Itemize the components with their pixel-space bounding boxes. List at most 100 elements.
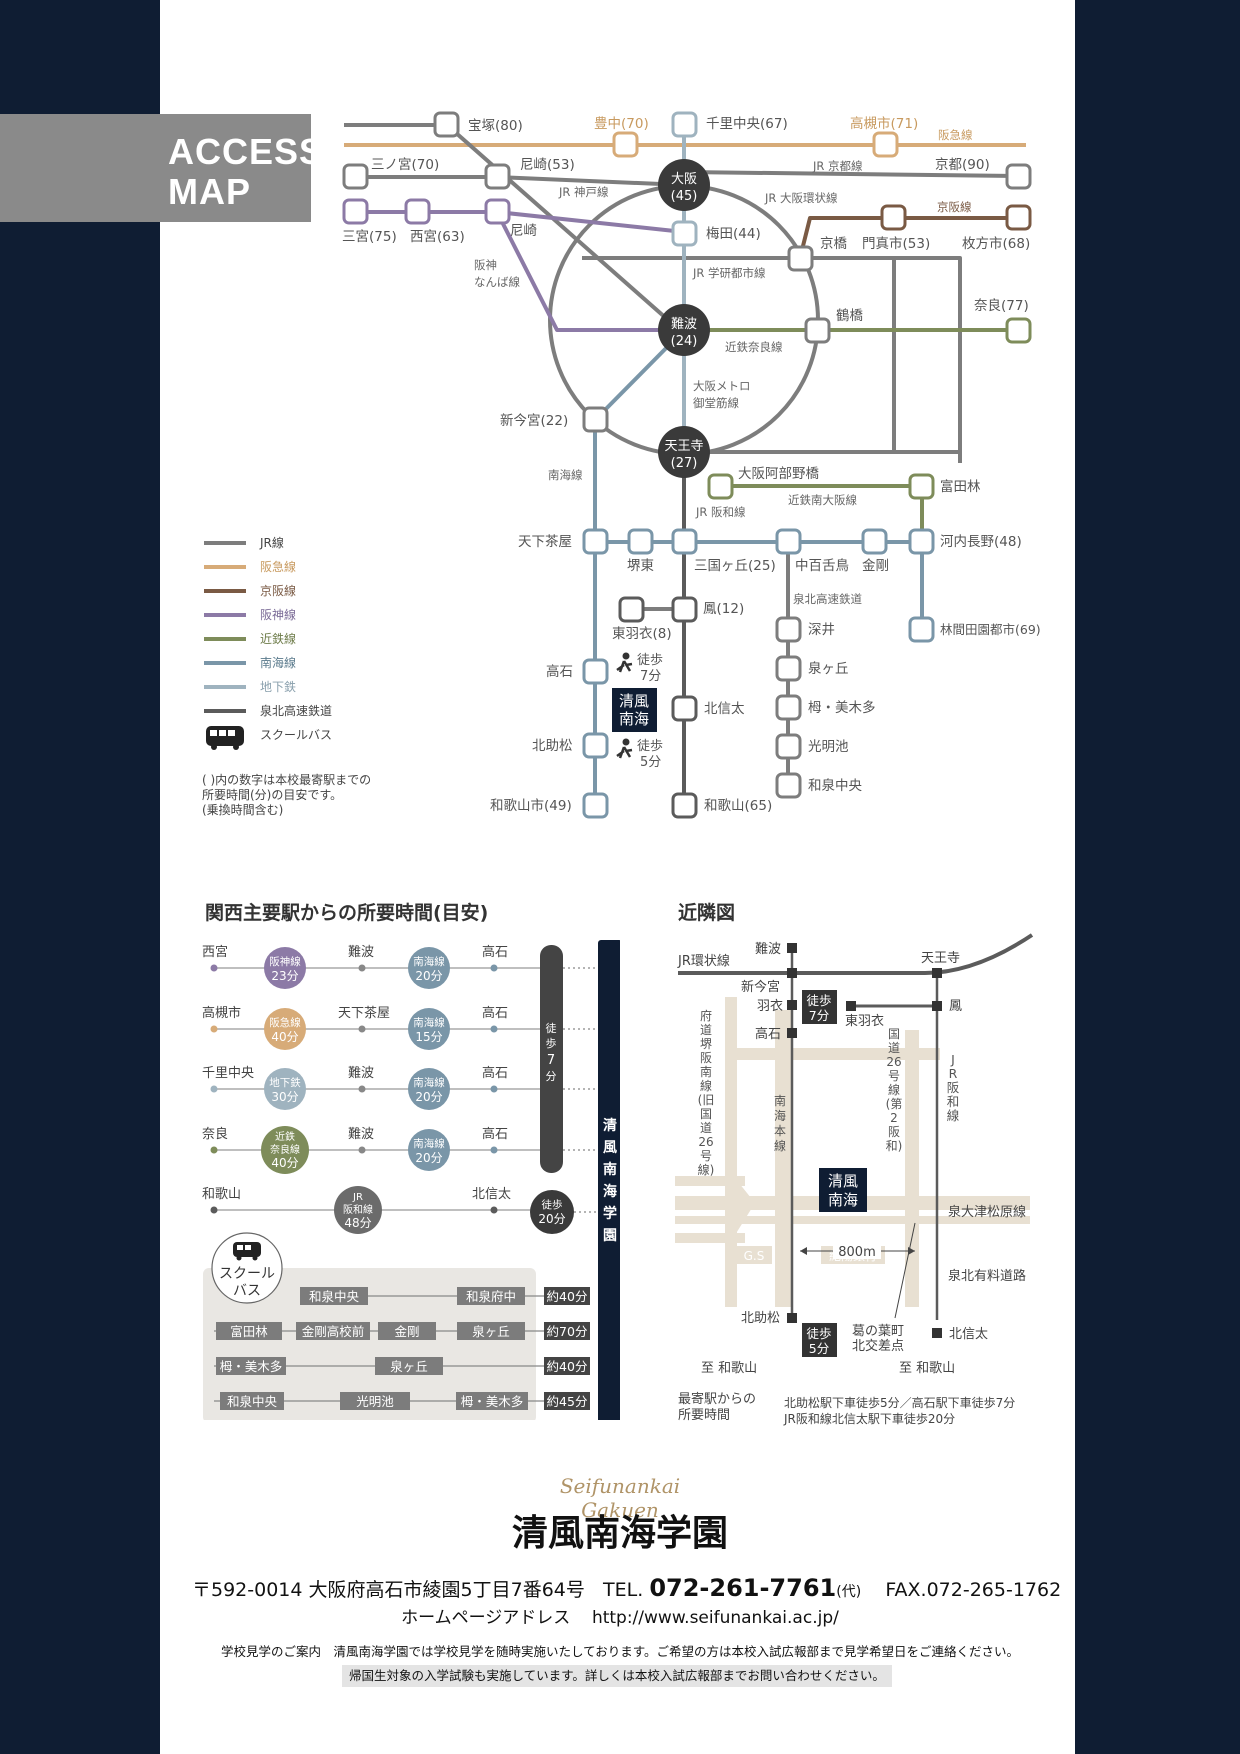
wakayama-to: 北信太 (472, 1187, 511, 1202)
line-label-jr-loop: JR 大阪環状線 (764, 191, 838, 205)
bus2-time (544, 1322, 590, 1340)
row4-line1-name2: 奈良線 (270, 1143, 300, 1156)
walk7-char-2: 歩 (546, 1036, 557, 1050)
svg-text:(旧: (旧 (698, 1093, 715, 1107)
tel-number: 072-261-7761 (649, 1574, 837, 1602)
station-hakotsukuri (582, 732, 609, 759)
svg-text:線): 線) (698, 1162, 715, 1177)
jr-kobe-line (355, 175, 685, 187)
station-higashi-hagoromo (618, 596, 645, 623)
row1-line1-name: 阪神線 (269, 955, 301, 968)
row4-from: 奈良 (202, 1126, 228, 1142)
station-osaka-hub (658, 159, 710, 211)
homepage-line: ホームページアドレス http://www.seifunankai.ac.jp/ (0, 1603, 1240, 1628)
svg-text:阪: 阪 (700, 1051, 712, 1065)
tennoji-label: 天王寺 (664, 439, 703, 454)
station-sannomiya (342, 198, 369, 225)
svg-text:道: 道 (888, 1041, 900, 1055)
row1-from: 西宮 (202, 944, 228, 960)
svg-text:26: 26 (886, 1055, 901, 1069)
homepage-label: ホームページアドレス (401, 1608, 571, 1628)
nb-walk7-1: 徒歩 (806, 993, 831, 1008)
access-map-tab: ACCESS MAP (0, 114, 323, 222)
walk-top-2: 7分 (640, 669, 661, 684)
bus2-stop4 (457, 1322, 525, 1340)
station-takaishi (582, 658, 609, 685)
label-izumi-chuo: 和泉中央 (808, 777, 862, 794)
wakayama-line-name: JR (352, 1192, 363, 1203)
nb-jr-hanwa-label: J R 阪 和 線 (947, 1052, 960, 1123)
neighborhood-title: 近隣図 (678, 902, 736, 924)
bus3-stop1-label: 栂・美木多 (220, 1359, 283, 1374)
homepage-url[interactable]: http://www.seifunankai.ac.jp/ (591, 1608, 839, 1628)
label-shin-imamiya: 新今宮(22) (500, 413, 568, 429)
label-senri-chuo: 千里中央(67) (706, 116, 788, 132)
bus4-stop3 (456, 1392, 528, 1410)
svg-text:南: 南 (774, 1093, 786, 1108)
label-kyobashi: 京橋 (820, 236, 848, 252)
nb-label-senboku-toll: 泉北有料道路 (948, 1268, 1026, 1284)
nb-nankai-main-label: 南 海 本 線 (774, 1093, 786, 1153)
svg-text:道: 道 (700, 1023, 712, 1037)
label-mikunigaoka: 三国ヶ丘(25) (694, 558, 776, 574)
svg-text:和: 和 (947, 1094, 960, 1109)
label-tomio: 栂・美木多 (808, 699, 876, 716)
row2-line1-time: 40分 (271, 1030, 298, 1044)
label-umeda: 梅田(44) (706, 226, 761, 242)
station-izumi-chuo (775, 772, 802, 799)
school-marker-2: 南海 (619, 710, 649, 728)
jr-kyoto-line (683, 170, 1019, 178)
bus4-time-label: 約45分 (547, 1394, 588, 1409)
bus1-stop1 (300, 1287, 368, 1305)
nearest-text-1: 北助松駅下車徒歩5分／高石駅下車徒歩7分 (784, 1396, 1016, 1410)
legend-hankyu: 阪急線 (260, 559, 296, 574)
station-namba-hub (658, 304, 710, 356)
station-kyoto (1005, 163, 1032, 190)
station-kyobashi (787, 245, 814, 272)
svg-text:和): 和) (886, 1139, 903, 1153)
walk20-time: 20分 (538, 1212, 565, 1226)
row4-line1-badge (261, 1126, 309, 1174)
label-nishinomiya: 西宮(63) (410, 229, 465, 245)
svg-text:線: 線 (888, 1082, 900, 1097)
bus3-stop2 (375, 1357, 443, 1375)
school-bus-label-1: スクール (219, 1266, 275, 1282)
svg-text:堺: 堺 (700, 1037, 712, 1051)
school-bus-badge-icon (233, 1242, 261, 1261)
station-rinkan (908, 616, 935, 643)
label-amagasaki: 尼崎 (510, 223, 537, 239)
label-tengachaya: 天下茶屋 (518, 534, 572, 550)
line-label-jr-hanwa: JR 阪和線 (695, 505, 746, 519)
row1-line1-badge (264, 947, 306, 989)
row2-via: 天下茶屋 (338, 1005, 390, 1021)
svg-text:阪: 阪 (888, 1125, 900, 1139)
legend-keihan: 京阪線 (260, 583, 296, 598)
row3-line1-name: 地下鉄 (269, 1076, 301, 1089)
row1-to: 高石 (482, 944, 508, 960)
osaka-time: (45) (671, 189, 698, 204)
station-izumigaoka (775, 655, 802, 682)
legend-bus: スクールバス (260, 728, 332, 742)
svg-text:線: 線 (947, 1108, 960, 1123)
school-vertical-bar (598, 940, 620, 1420)
wakayama-line-time: 48分 (344, 1216, 371, 1230)
label-nara: 奈良(77) (974, 298, 1029, 314)
nb-station-shin-imamiya (787, 968, 797, 978)
label-kongo: 金剛 (862, 558, 889, 574)
nb-label-takaishi: 高石 (755, 1026, 781, 1042)
row3-from: 千里中央 (202, 1066, 254, 1081)
label-otori: 鳳(12) (703, 601, 744, 617)
travel-times-diagram: 西宮 阪神線 23分 難波 南海線 20分 高石 高槻市 阪急線 40分 天下茶… (202, 940, 620, 1420)
row2-line2-time: 15分 (415, 1030, 442, 1044)
label-tsuruhashi: 鶴橋 (836, 307, 864, 324)
row3-via: 難波 (348, 1066, 374, 1081)
label-takarazuka: 宝塚(80) (468, 118, 523, 134)
label-nakamozu: 中百舌鳥 (795, 558, 849, 574)
nb-walk5-1: 徒歩 (806, 1326, 831, 1341)
row2-line2-badge (408, 1008, 450, 1050)
school-vertical-char-4: 海 (603, 1183, 617, 1200)
station-umeda (671, 220, 698, 247)
label-kitashinoda: 北信太 (704, 701, 745, 717)
bus2-stop2-label: 金剛高校前 (302, 1324, 365, 1339)
walk-icon-top (616, 652, 633, 673)
